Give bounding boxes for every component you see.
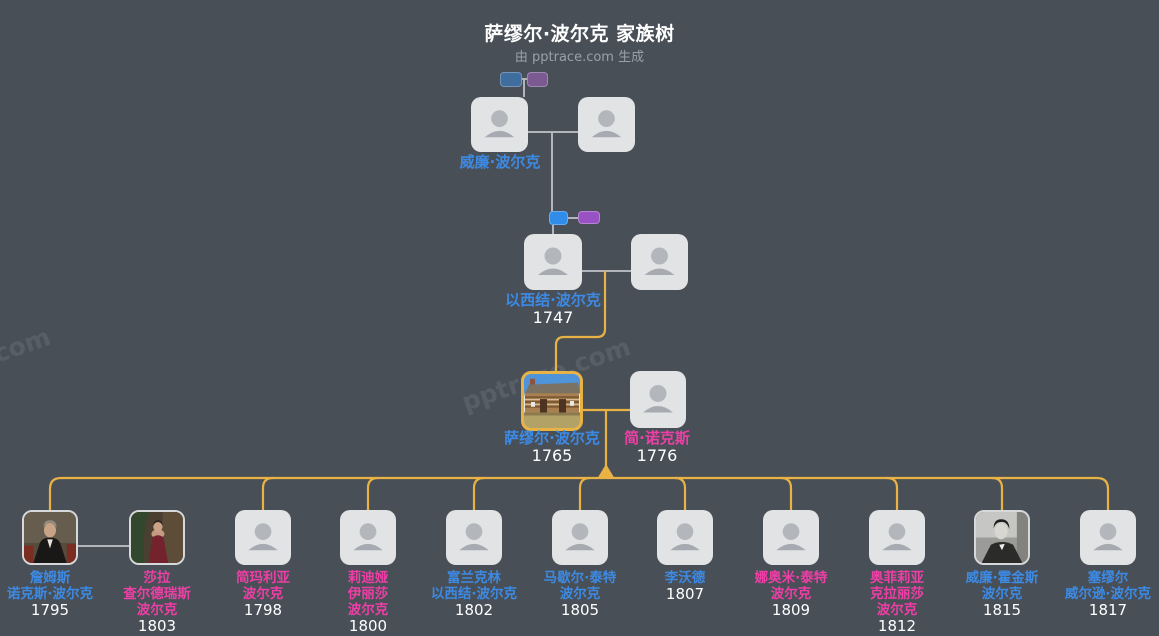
person-name: 简·诺克斯 [624,429,690,447]
collapsed-male-ancestor-node[interactable] [549,211,568,225]
collapsed-male-ancestor-node[interactable] [500,72,522,87]
avatar-icon [670,523,700,551]
person-label-naomi-tate-polk: 娜奥米·泰特 波尔克 1809 [726,570,856,619]
william-hawkins-polk-portrait [976,512,1028,563]
person-year: 1817 [1088,601,1128,619]
person-year: 1807 [665,585,705,603]
person-name: 詹姆斯 诺克斯·波尔克 [6,570,94,602]
person-card-james-knox-polk[interactable] [22,510,78,565]
person-year: 1812 [877,617,917,635]
person-name: 马歇尔·泰特 波尔克 [543,570,617,602]
person-label-jane-knox: 简·诺克斯 1776 [587,430,727,465]
person-name: 威廉·波尔克 [459,153,541,171]
person-name: 富兰克林 以西结·波尔克 [430,570,518,602]
person-label-james-knox-polk: 詹姆斯 诺克斯·波尔克 1795 [0,570,115,619]
avatar-icon [248,523,278,551]
avatar-icon [644,247,675,275]
person-name: 以西结·波尔克 [505,291,601,309]
person-card-gen1-mother[interactable] [578,97,635,152]
person-name: 莎拉 查尔德瑞斯 波尔克 [123,570,191,618]
person-name: 萨缪尔·波尔克 [504,429,600,447]
person-year: 1798 [243,601,283,619]
person-year: 1747 [532,308,574,327]
person-year: 1809 [771,601,811,619]
person-card-leward-polk[interactable] [657,510,713,565]
page-subtitle: 由 pptrace.com 生成 [514,50,645,65]
avatar-icon [353,523,383,551]
person-label-samuel-wilson-polk: 塞缪尔 威尔逊·波尔克 1817 [1043,570,1159,619]
person-label-franklin-ezekiel-polk: 富兰克林 以西结·波尔克 1802 [409,570,539,619]
log-cabin-photo [524,374,580,428]
avatar-icon [1093,523,1123,551]
avatar-icon [459,523,489,551]
person-card-franklin-ezekiel-polk[interactable] [446,510,502,565]
avatar-icon [591,110,622,138]
person-name: 威廉·霍金斯 波尔克 [965,570,1039,602]
person-card-sarah-childress-polk[interactable] [129,510,185,565]
avatar-icon [882,523,912,551]
sarah-childress-polk-portrait [131,512,183,563]
avatar-icon [776,523,806,551]
person-card-samuel-polk[interactable] [521,371,583,431]
person-label-william-polk: 威廉·波尔克 [430,154,570,171]
person-year: 1795 [30,601,70,619]
person-label-william-hawkins-polk: 威廉·霍金斯 波尔克 1815 [937,570,1067,619]
person-name: 奥菲莉亚 克拉丽莎 波尔克 [870,570,924,618]
avatar-icon [565,523,595,551]
person-year: 1776 [636,446,678,465]
person-label-jane-maria-polk: 简玛利亚 波尔克 1798 [198,570,328,619]
person-name: 莉迪娅 伊丽莎 波尔克 [347,570,389,618]
collapsed-female-ancestor-node[interactable] [527,72,548,87]
person-card-ophelia-clarissa-polk[interactable] [869,510,925,565]
person-card-naomi-tate-polk[interactable] [763,510,819,565]
person-name: 塞缪尔 威尔逊·波尔克 [1064,570,1152,602]
person-year: 1800 [348,617,388,635]
person-card-jane-knox[interactable] [630,371,686,428]
avatar-icon [643,385,673,413]
person-card-samuel-wilson-polk[interactable] [1080,510,1136,565]
person-label-leward-polk: 李沃德 1807 [620,570,750,603]
person-name: 简玛利亚 波尔克 [236,570,290,602]
person-card-william-hawkins-polk[interactable] [974,510,1030,565]
person-year: 1765 [531,446,573,465]
person-card-jane-maria-polk[interactable] [235,510,291,565]
james-knox-polk-portrait [24,512,76,563]
avatar-icon [538,247,568,275]
person-card-lydia-eliza-polk[interactable] [340,510,396,565]
person-card-ezekiel-polk[interactable] [524,234,582,290]
person-label-sarah-childress-polk: 莎拉 查尔德瑞斯 波尔克 1803 [92,570,222,635]
person-label-lydia-eliza-polk: 莉迪娅 伊丽莎 波尔克 1800 [303,570,433,635]
person-label-ophelia-clarissa-polk: 奥菲莉亚 克拉丽莎 波尔克 1812 [832,570,962,635]
person-label-samuel-polk: 萨缪尔·波尔克 1765 [482,430,622,465]
person-label-marshall-tate-polk: 马歇尔·泰特 波尔克 1805 [515,570,645,619]
person-card-gen2-mother[interactable] [631,234,688,290]
person-year: 1815 [982,601,1022,619]
page-title: 萨缪尔·波尔克 家族树 [484,23,675,45]
person-name: 李沃德 [664,570,706,586]
person-card-marshall-tate-polk[interactable] [552,510,608,565]
person-label-ezekiel-polk: 以西结·波尔克 1747 [483,292,623,327]
person-year: 1805 [560,601,600,619]
avatar-icon [484,110,515,138]
person-year: 1803 [137,617,177,635]
person-year: 1802 [454,601,494,619]
person-name: 娜奥米·泰特 波尔克 [754,570,828,602]
collapsed-female-ancestor-node[interactable] [578,211,600,224]
person-card-william-polk[interactable] [471,97,528,152]
